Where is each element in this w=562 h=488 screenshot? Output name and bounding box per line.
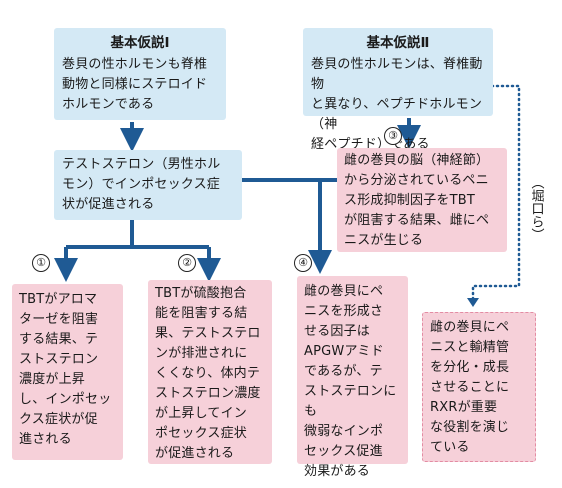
hypothesis-1-text: 巻貝の性ホルモンも脊椎 動物と同様にステロイド ホルモンである <box>62 57 208 112</box>
testosterone-text: テストステロン（男性ホル モン）でインポセックス症 状が促進される <box>62 157 221 212</box>
box-5: 雌の巻貝にペ ニスと輸精管 を分化・成長 させることに RXRが重要 な役割を演… <box>422 312 536 462</box>
tbt-inhibition-box: 雌の巻貝の脳（神経節） から分泌されているペニ ス形成抑制因子をTBT が阻害す… <box>337 148 507 252</box>
hypothesis-1-box: 基本仮説Ⅰ 巻貝の性ホルモンも脊椎 動物と同様にステロイド ホルモンである <box>54 28 226 120</box>
testosterone-box: テストステロン（男性ホル モン）でインポセックス症 状が促進される <box>54 150 242 220</box>
box-4-text: 雌の巻貝にペ ニスを形成さ せる因子は APGWアミド であるが、テ ストステロ… <box>304 284 397 479</box>
box-4: 雌の巻貝にペ ニスを形成さ せる因子は APGWアミド であるが、テ ストステロ… <box>297 276 408 479</box>
side-label-horiguchi: （堀口ら） <box>528 176 544 241</box>
marker-2: ② <box>178 254 196 272</box>
marker-1: ① <box>32 254 50 272</box>
marker-4: ④ <box>294 254 312 272</box>
box-1: TBTがアロマ ターゼを阻害 する結果、テ ストステロン 濃度が上昇 し、インポ… <box>12 284 123 460</box>
box-5-text: 雌の巻貝にペ ニスと輸精管 を分化・成長 させることに RXRが重要 な役割を演… <box>430 320 510 455</box>
dotted-connector-h2-to-b5 <box>471 84 521 302</box>
dotted-arrowhead <box>467 298 479 307</box>
marker-3: ③ <box>384 127 402 145</box>
box-1-text: TBTがアロマ ターゼを阻害 する結果、テ ストステロン 濃度が上昇 し、インポ… <box>19 292 112 447</box>
box-2: TBTが硫酸抱合 能を阻害する結 果、テストステロ ンが排泄されに くくなり、体… <box>148 280 272 464</box>
hypothesis-1-title: 基本仮説Ⅰ <box>110 35 170 51</box>
box-2-text: TBTが硫酸抱合 能を阻害する結 果、テストステロ ンが排泄されに くくなり、体… <box>155 286 261 461</box>
hypothesis-2-title: 基本仮説Ⅱ <box>366 35 430 51</box>
tbt-inhibition-text: 雌の巻貝の脳（神経節） から分泌されているペニ ス形成抑制因子をTBT が阻害す… <box>344 153 490 248</box>
hypothesis-2-box: 基本仮説Ⅱ 巻貝の性ホルモンは、脊椎動物 と異なり、ペプチドホルモン（神 経ペプ… <box>303 28 493 152</box>
